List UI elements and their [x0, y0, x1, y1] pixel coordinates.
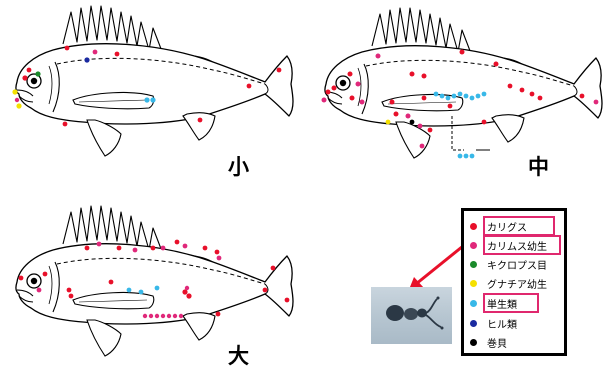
label-medium: 中 — [528, 157, 549, 178]
legend-item: キクロプス目 — [470, 256, 547, 272]
legend-swatch — [470, 261, 477, 268]
parasite-photo — [371, 287, 452, 344]
legend-swatch — [470, 339, 477, 346]
highlight-box-monogenea — [483, 293, 539, 313]
label-small: 小 — [228, 157, 249, 178]
legend-label: ヒル類 — [487, 316, 517, 331]
legend-swatch — [470, 223, 477, 230]
legend-item: 巻貝 — [470, 334, 507, 350]
legend-swatch — [470, 320, 477, 327]
legend-label: グナチア幼生 — [487, 276, 547, 291]
label-large: 大 — [228, 346, 249, 367]
legend-swatch — [470, 300, 477, 307]
legend-swatch — [470, 242, 477, 249]
legend-label: 巻貝 — [487, 335, 507, 350]
legend-label: キクロプス目 — [487, 257, 547, 272]
legend-box: カリグス カリムス幼生 キクロプス目 グナチア幼生 単生類 ヒル類 巻貝 — [461, 208, 567, 356]
highlight-box-chalimus — [483, 235, 561, 255]
fish-small — [12, 6, 293, 156]
highlight-box-caligus — [483, 216, 555, 236]
legend-item: グナチア幼生 — [470, 275, 547, 291]
fish-large — [16, 206, 293, 356]
fish-medium — [322, 8, 603, 158]
legend-item: ヒル類 — [470, 315, 517, 331]
legend-swatch — [470, 280, 477, 287]
